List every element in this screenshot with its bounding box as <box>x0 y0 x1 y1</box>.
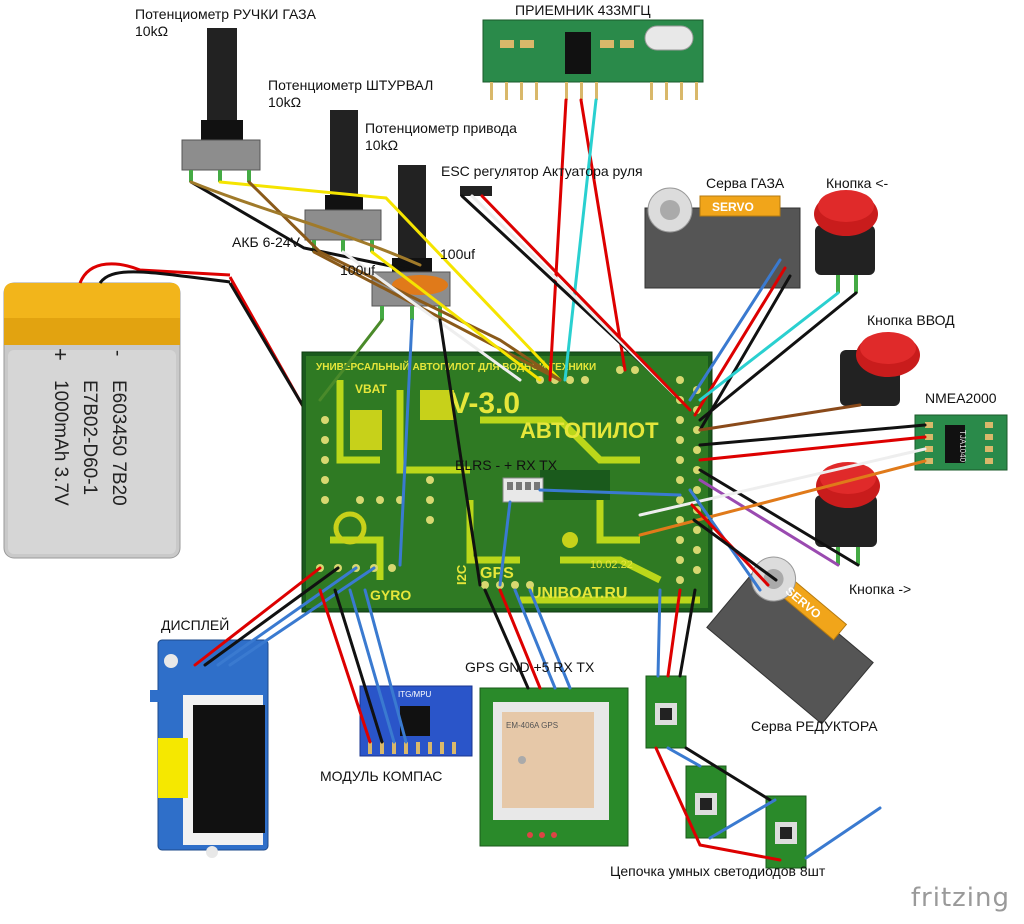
label-pot-helm-value: 10kΩ <box>268 94 302 110</box>
label-button-left: Кнопка <- <box>826 175 889 191</box>
pcb-name: АВТОПИЛОТ <box>520 418 659 443</box>
label-pot-helm: Потенциометр ШТУРВАЛ <box>268 77 434 93</box>
label-button-right: Кнопка -> <box>849 581 912 597</box>
battery-line-2: E7B02-D60-1 <box>79 380 100 495</box>
label-leds: Цепочка умных светодиодов 8шт <box>610 863 826 879</box>
label-servo-gas: Серва ГАЗА <box>706 175 785 191</box>
battery-plus: + <box>48 348 73 361</box>
label-capacitor-1: 100uf <box>340 262 376 278</box>
gps-module: EM-406A GPS <box>479 687 629 847</box>
pcb-version: V-3.0 <box>450 387 520 420</box>
label-pot-throttle: Потенциометр РУЧКИ ГАЗА <box>135 6 316 22</box>
pcb-vbat: VBAT <box>355 382 387 396</box>
nmea-chip-text: TJA1040 <box>958 430 967 463</box>
battery-line-3: 1000mAh 3.7V <box>50 380 71 506</box>
label-nmea2000: NMEA2000 <box>925 390 997 406</box>
label-gps: GPS GND +5 RX TX <box>465 659 595 675</box>
servo-gas-text: SERVO <box>712 200 754 214</box>
pcb-title: УНИВЕРСАЛЬНЫЙ АВТОПИЛОТ ДЛЯ ВОДНОЙ ТЕХНИ… <box>316 360 596 373</box>
pcb-i2c: I2C <box>454 564 469 585</box>
fritzing-logo: fritzing <box>910 883 1010 913</box>
led-1 <box>645 675 687 749</box>
battery-line-1: E603450 7B20 <box>108 380 129 506</box>
autopilot-pcb: УНИВЕРСАЛЬНЫЙ АВТОПИЛОТ ДЛЯ ВОДНОЙ ТЕХНИ… <box>301 351 713 613</box>
pcb-date: 10.02.22 <box>590 559 633 571</box>
pcb-gps: GPS <box>480 565 514 582</box>
label-compass: МОДУЛЬ КОМПАС <box>320 768 443 784</box>
pcb-gyro: GYRO <box>370 587 411 603</box>
label-display: ДИСПЛЕЙ <box>161 617 230 633</box>
label-receiver: ПРИЕМНИК 433МГЦ <box>515 2 651 18</box>
nmea2000-module: TJA1040 <box>914 414 1008 471</box>
button-left <box>814 190 878 293</box>
gps-module-text: EM-406A GPS <box>506 721 558 730</box>
servo-gear: SERVO <box>706 556 874 725</box>
wires <box>189 98 927 862</box>
esc-connector <box>460 186 492 196</box>
pcb-site: UNIBOAT.RU <box>530 585 627 602</box>
compass-module: ITG/MPU <box>359 685 473 757</box>
label-esc: ESC регулятор Актуатора руля <box>441 163 643 179</box>
button-enter <box>840 332 920 406</box>
label-pot-drive-value: 10kΩ <box>365 137 399 153</box>
battery: E603450 7B20 E7B02-D60-1 1000mAh 3.7V - … <box>3 282 181 559</box>
led-3 <box>765 795 807 869</box>
label-pot-throttle-value: 10kΩ <box>135 23 169 39</box>
label-servo-gear: Серва РЕДУКТОРА <box>751 718 878 734</box>
servo-gas: SERVO <box>644 187 801 289</box>
label-button-enter: Кнопка ВВОД <box>867 312 955 328</box>
pot-throttle <box>181 28 261 182</box>
display-module <box>150 639 269 858</box>
pot-helm <box>304 110 382 252</box>
label-pot-drive: Потенциометр привода <box>365 120 517 136</box>
label-capacitor-2: 100uf <box>440 246 476 262</box>
button-right <box>815 462 880 565</box>
compass-module-text: ITG/MPU <box>398 690 432 699</box>
receiver-433 <box>482 19 704 100</box>
battery-minus: - <box>107 350 128 356</box>
label-elrs: ELRS - + RX TX <box>455 457 558 473</box>
led-2 <box>685 765 727 839</box>
label-battery-voltage: АКБ 6-24V <box>232 234 300 250</box>
